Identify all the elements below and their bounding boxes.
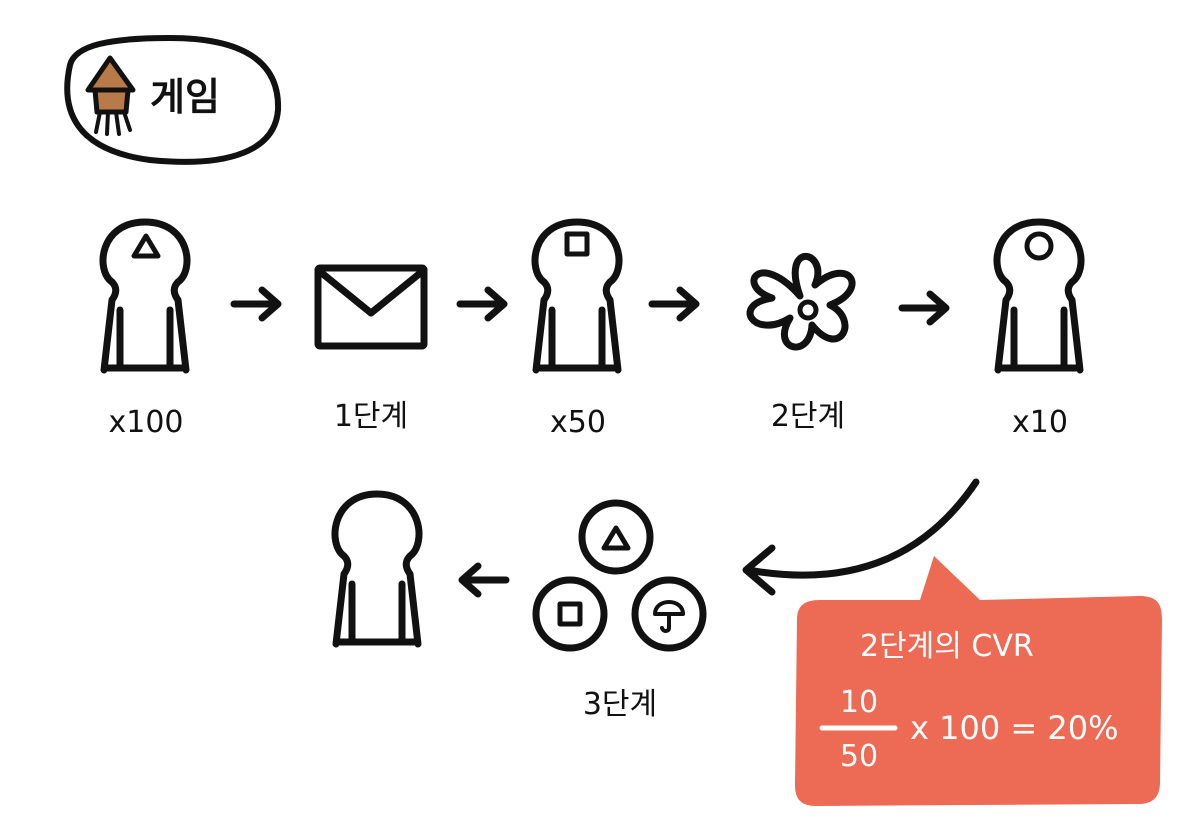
squid-icon xyxy=(85,55,136,136)
arrow-right-icon xyxy=(648,286,700,322)
stage-label: 2단계 xyxy=(770,399,846,434)
stage-label: 3단계 xyxy=(582,687,658,722)
stage-label: 1단계 xyxy=(333,399,409,434)
title-label: 게임 xyxy=(150,75,220,119)
callout-title: 2단계의 CVR xyxy=(860,629,1034,664)
flower-icon xyxy=(746,253,856,351)
person-triangle-icon xyxy=(99,218,191,374)
title-badge xyxy=(64,35,282,165)
fraction-denominator: 50 xyxy=(839,739,879,774)
curved-arrow-icon xyxy=(742,478,980,596)
callout-bubble xyxy=(795,556,1162,806)
person-circle-icon xyxy=(993,218,1085,374)
person-square-icon xyxy=(531,218,623,374)
person-icon xyxy=(331,490,423,648)
arrow-left-icon xyxy=(458,562,510,598)
arrow-right-icon xyxy=(456,286,508,322)
arrow-right-icon xyxy=(898,290,950,326)
step-count-label: x10 xyxy=(1012,405,1068,440)
coins-icon xyxy=(532,499,707,652)
step-count-label: x100 xyxy=(108,405,184,440)
title-oval xyxy=(64,35,282,165)
arrow-right-icon xyxy=(230,286,282,322)
formula-rest: x 100 = 20% xyxy=(910,709,1119,747)
envelope-icon xyxy=(314,264,428,350)
fraction-numerator: 10 xyxy=(839,685,879,720)
cvr-callout xyxy=(795,556,1162,806)
step-count-label: x50 xyxy=(550,405,606,440)
